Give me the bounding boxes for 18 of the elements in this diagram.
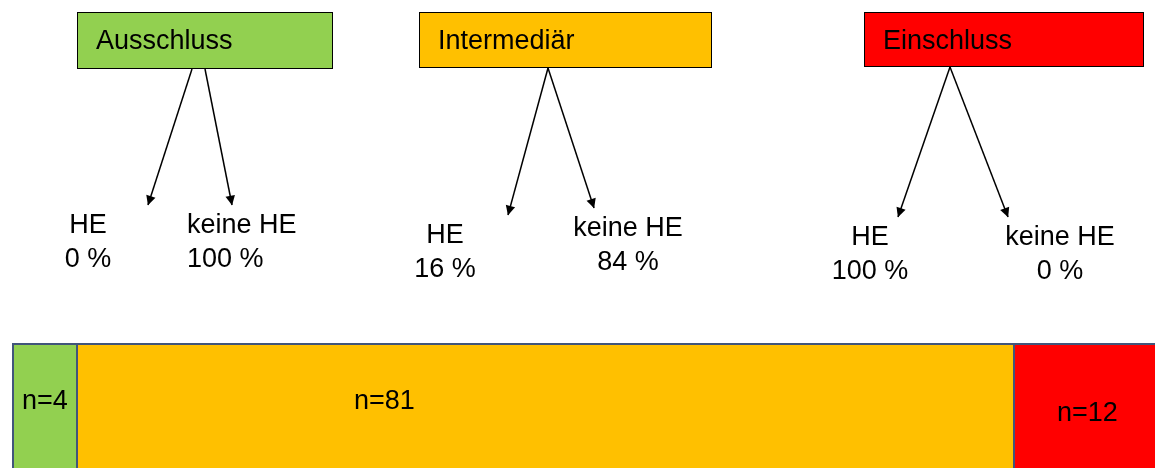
category-box: Einschluss bbox=[864, 12, 1144, 67]
outcome-text: HE 0 % bbox=[48, 207, 128, 275]
arrow bbox=[547, 67, 596, 209]
bar-segment: n=4 bbox=[12, 343, 78, 468]
category-box: Intermediär bbox=[419, 12, 712, 68]
outcome-text: HE 16 % bbox=[400, 217, 490, 285]
arrow bbox=[896, 66, 951, 218]
outcome-text: keine HE 84 % bbox=[560, 210, 696, 278]
outcome-text: keine HE 0 % bbox=[992, 219, 1128, 287]
outcome-text: keine HE 100 % bbox=[187, 207, 322, 275]
outcome-text: HE 100 % bbox=[818, 219, 922, 287]
arrow bbox=[505, 67, 549, 216]
arrow bbox=[204, 68, 235, 206]
bar-segment: n=81 bbox=[76, 343, 1015, 468]
bar-segment: n=12 bbox=[1013, 343, 1155, 468]
arrow bbox=[146, 68, 193, 206]
category-box: Ausschluss bbox=[77, 12, 333, 69]
arrow bbox=[949, 66, 1010, 218]
